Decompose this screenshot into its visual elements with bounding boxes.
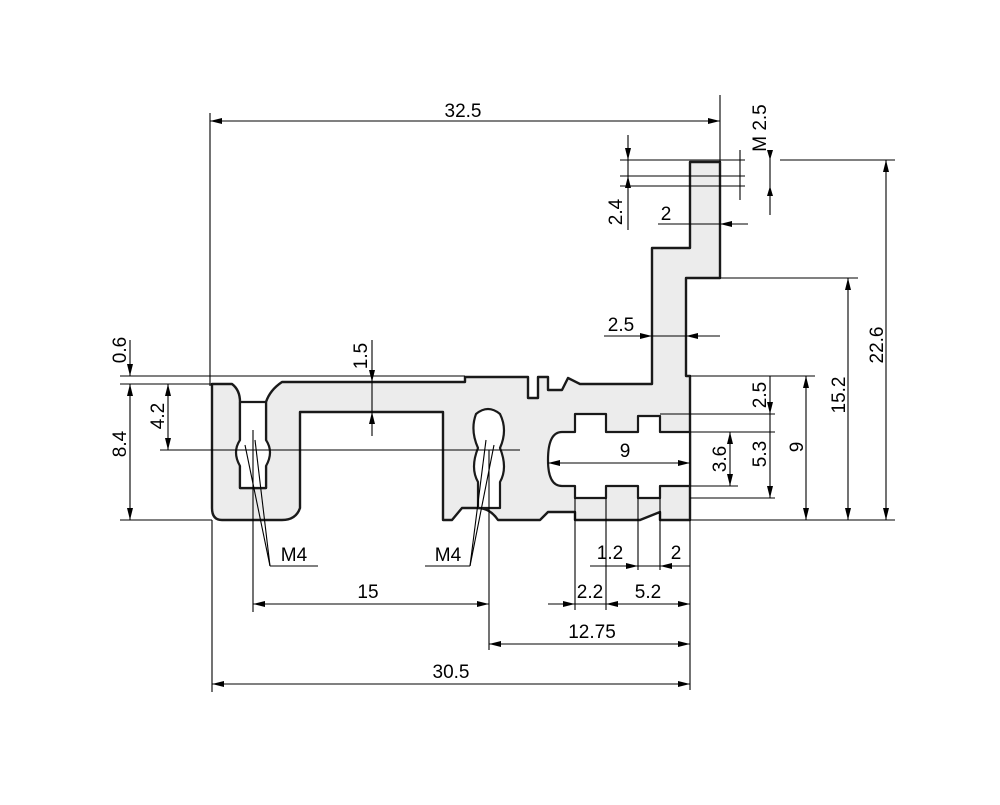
arrowhead xyxy=(803,376,809,388)
dim-15-2-label: 15.2 xyxy=(829,377,850,414)
dim-1-5-label: 1.5 xyxy=(351,343,372,369)
dim-15-label: 15 xyxy=(357,582,378,603)
arrowhead xyxy=(845,278,851,290)
arrowhead xyxy=(127,384,133,396)
arrowhead xyxy=(640,333,652,339)
arrowhead xyxy=(369,412,375,424)
m4-middle-label: M4 xyxy=(435,545,462,566)
arrowhead xyxy=(883,508,889,520)
arrowhead xyxy=(845,508,851,520)
dim-5-3-label: 5.3 xyxy=(750,441,771,467)
arrowhead xyxy=(625,176,631,188)
arrowhead xyxy=(548,460,560,466)
m4-leader-middle xyxy=(469,439,487,567)
arrowhead xyxy=(626,563,638,569)
arrowhead xyxy=(720,221,732,227)
dim-9-height-label: 9 xyxy=(787,442,808,453)
dim-4-2-label: 4.2 xyxy=(148,403,169,429)
arrowhead xyxy=(767,150,773,160)
arrowhead xyxy=(212,681,224,687)
arrowhead xyxy=(767,186,773,196)
arrowhead xyxy=(477,601,489,607)
arrowhead xyxy=(210,118,222,124)
dim-2-top-label: 2 xyxy=(661,204,672,225)
arrowhead xyxy=(660,563,672,569)
arrowhead xyxy=(127,364,133,376)
arrowhead xyxy=(767,486,773,498)
m4-leader-middle xyxy=(469,444,495,567)
dim-m2-5-label: M 2.5 xyxy=(750,104,771,152)
dim-22-6-label: 22.6 xyxy=(867,327,888,364)
dim-8-4-label: 8.4 xyxy=(110,430,131,457)
arrowhead xyxy=(727,474,733,486)
dim-2-bottom-label: 2 xyxy=(671,543,682,564)
arrowhead xyxy=(678,681,690,687)
arrowhead xyxy=(165,438,171,450)
arrowhead xyxy=(563,601,575,607)
m4-leader-left xyxy=(254,439,271,567)
arrowhead xyxy=(686,333,698,339)
m4-leader-left xyxy=(244,444,271,567)
arrowhead xyxy=(883,160,889,172)
dim-1-2-label: 1.2 xyxy=(597,543,623,564)
dim-0-6-label: 0.6 xyxy=(110,337,131,363)
dim-3-6-label: 3.6 xyxy=(710,446,731,472)
dim-2-4-label: 2.4 xyxy=(606,198,627,225)
arrowhead xyxy=(127,508,133,520)
arrowhead xyxy=(678,641,690,647)
arrowhead xyxy=(708,118,720,124)
dim-5-2-label: 5.2 xyxy=(635,582,661,603)
dim-30-5-label: 30.5 xyxy=(433,662,470,683)
arrowhead xyxy=(678,460,690,466)
arrowhead xyxy=(489,641,501,647)
dim-12-75-label: 12.75 xyxy=(568,622,616,643)
arrowhead xyxy=(606,601,618,607)
dim-32-5-label: 32.5 xyxy=(445,101,482,122)
arrowhead xyxy=(803,508,809,520)
arrowhead xyxy=(165,384,171,396)
dim-2-5-right-label: 2.5 xyxy=(750,382,771,408)
arrowhead xyxy=(625,148,631,160)
right-t-slot xyxy=(546,412,692,500)
arrowhead xyxy=(727,432,733,444)
arrowhead xyxy=(678,601,690,607)
arrowhead xyxy=(767,402,773,414)
arrowhead xyxy=(369,370,375,382)
m4-left-label: M4 xyxy=(281,545,308,566)
dim-2-5-wall-label: 2.5 xyxy=(608,315,634,336)
dim-9-width-label: 9 xyxy=(620,441,631,462)
dim-2-2-label: 2.2 xyxy=(577,582,603,603)
arrowhead xyxy=(253,601,265,607)
